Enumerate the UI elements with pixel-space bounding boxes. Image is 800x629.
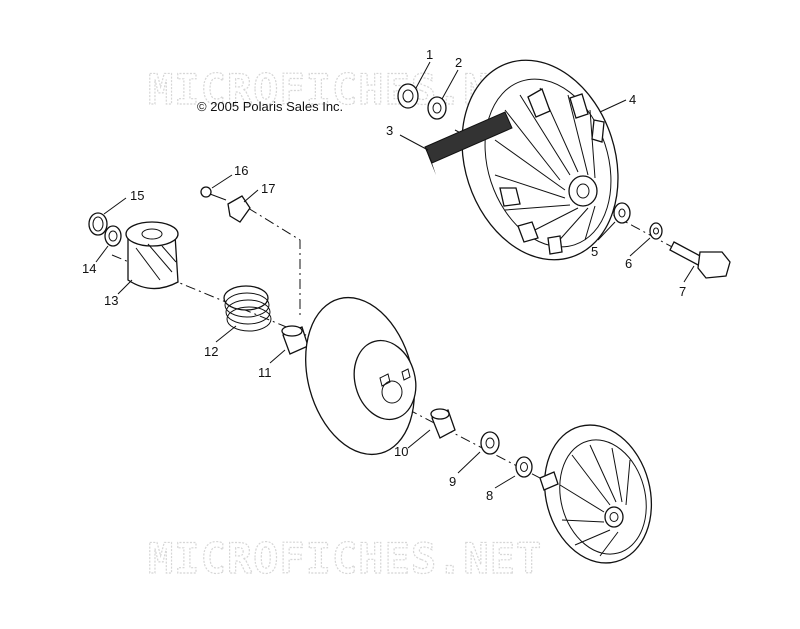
callout-12: 12 <box>204 344 218 359</box>
part-9-washer <box>480 431 500 455</box>
callout-17: 17 <box>261 181 275 196</box>
callout-15: 15 <box>130 188 144 203</box>
part-12-spring <box>223 285 272 332</box>
part-3-belt-strip <box>424 111 513 175</box>
callout-7: 7 <box>679 284 686 299</box>
stationary-sheave <box>539 424 653 564</box>
callout-9: 9 <box>449 474 456 489</box>
part-8-washer <box>515 456 533 478</box>
callout-6: 6 <box>625 256 632 271</box>
part-6-lockwasher <box>649 222 663 240</box>
callout-16: 16 <box>234 163 248 178</box>
callout-14: 14 <box>82 261 96 276</box>
axis-line-clip <box>247 207 301 318</box>
part-11-bushing <box>281 325 309 355</box>
callout-10: 10 <box>394 444 408 459</box>
part-5-washer <box>613 202 631 224</box>
part-13-helix <box>125 221 179 290</box>
callout-1: 1 <box>426 47 433 62</box>
part-1-spacer <box>397 83 419 109</box>
part-14-washer <box>104 225 122 247</box>
part-10-spacer <box>430 408 456 439</box>
callout-4: 4 <box>629 92 636 107</box>
callout-8: 8 <box>486 488 493 503</box>
moveable-sheave <box>305 296 417 456</box>
callout-2: 2 <box>455 55 462 70</box>
callout-5: 5 <box>591 244 598 259</box>
callout-3: 3 <box>386 123 393 138</box>
copyright-text: © 2005 Polaris Sales Inc. <box>197 99 344 114</box>
callout-13: 13 <box>104 293 118 308</box>
part-16-screw <box>200 186 227 201</box>
part-7-bolt <box>669 241 731 279</box>
part-15-snap-ring <box>88 212 108 236</box>
part-2-washer <box>427 96 447 120</box>
part-4-sheave <box>461 59 619 261</box>
callout-11: 11 <box>258 365 272 380</box>
watermark-bottom: MICROFICHES.NET <box>148 534 542 583</box>
part-17-button <box>227 195 251 223</box>
